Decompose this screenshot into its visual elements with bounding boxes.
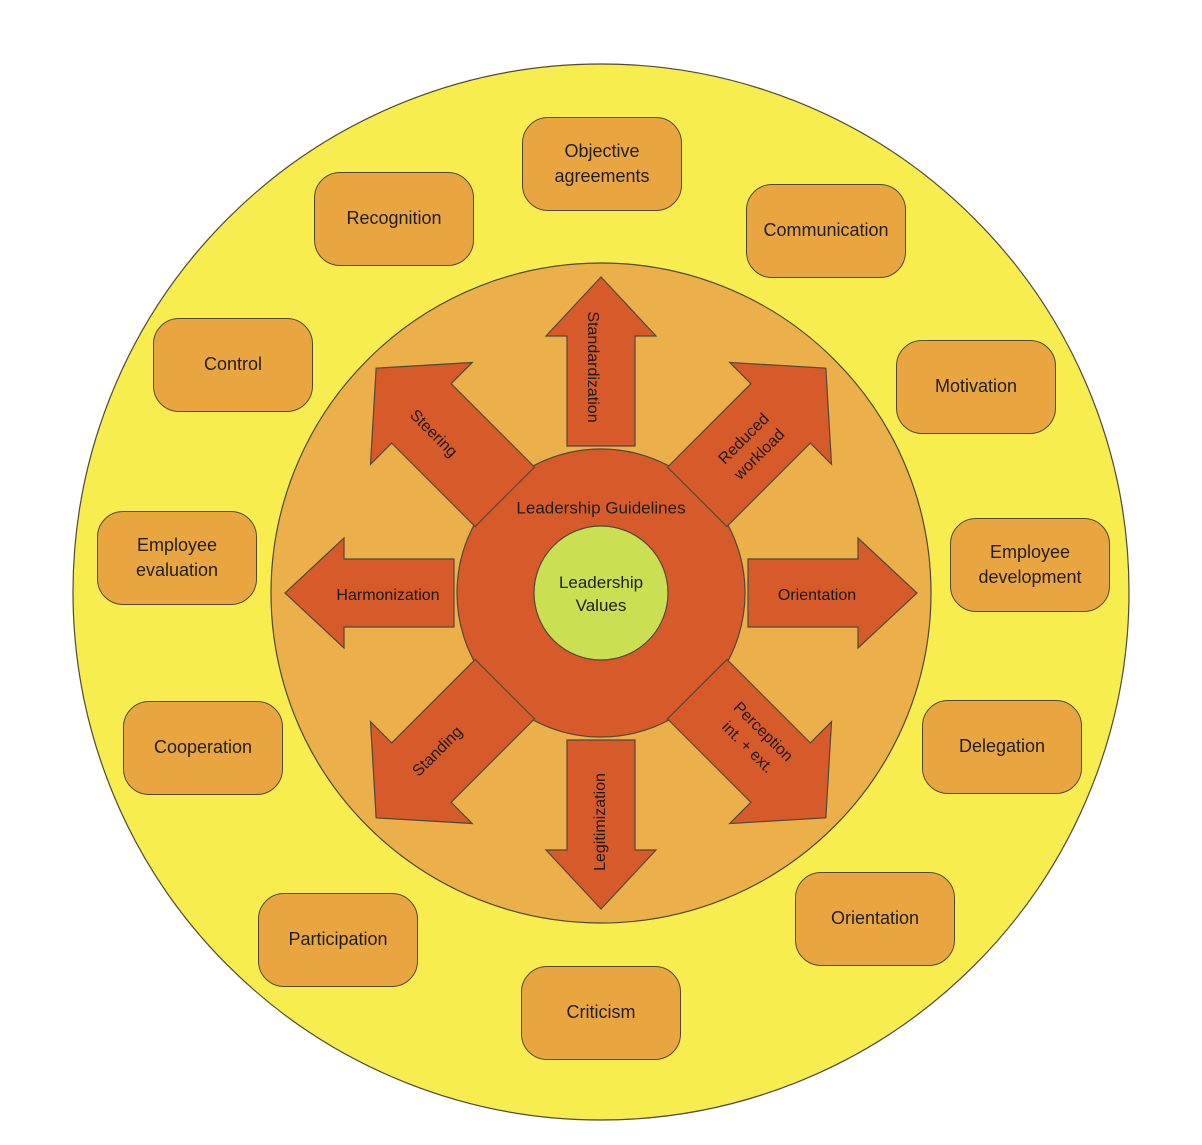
- node-control: Control: [153, 318, 313, 412]
- node-communication: Communication: [746, 184, 906, 278]
- arrow-label-harmonization: Harmonization: [336, 587, 440, 605]
- arrow-label-legitimization: Legitimization: [592, 773, 610, 871]
- node-orientation: Orientation: [795, 872, 955, 966]
- node-motivation: Motivation: [896, 340, 1056, 434]
- node-cooperation: Cooperation: [123, 701, 283, 795]
- arrow-orientation: [747, 536, 918, 650]
- values-center-circle: [533, 525, 669, 661]
- arrow-label-orientation: Orientation: [777, 587, 857, 605]
- arrow-label-standardization: Standardization: [583, 311, 601, 423]
- arrow-standing: [369, 658, 536, 825]
- guidelines-label: Leadership Guidelines: [516, 498, 686, 518]
- node-delegation: Delegation: [922, 700, 1082, 794]
- arrow-harmonization: [284, 536, 455, 650]
- arrow-legitimization: [544, 739, 658, 910]
- node-participation: Participation: [258, 893, 418, 987]
- node-recognition: Recognition: [314, 172, 474, 266]
- node-employee-development: Employee development: [950, 518, 1110, 612]
- node-criticism: Criticism: [521, 966, 681, 1060]
- arrow-perception: [666, 658, 833, 825]
- values-label: Leadership Values: [558, 573, 644, 615]
- node-employee-evaluation: Employee evaluation: [97, 511, 257, 605]
- arrow-reduced-workload: [666, 361, 833, 528]
- arrow-standardization: [544, 276, 658, 447]
- arrow-steering: [369, 361, 536, 528]
- node-objective-agreements: Objective agreements: [522, 117, 682, 211]
